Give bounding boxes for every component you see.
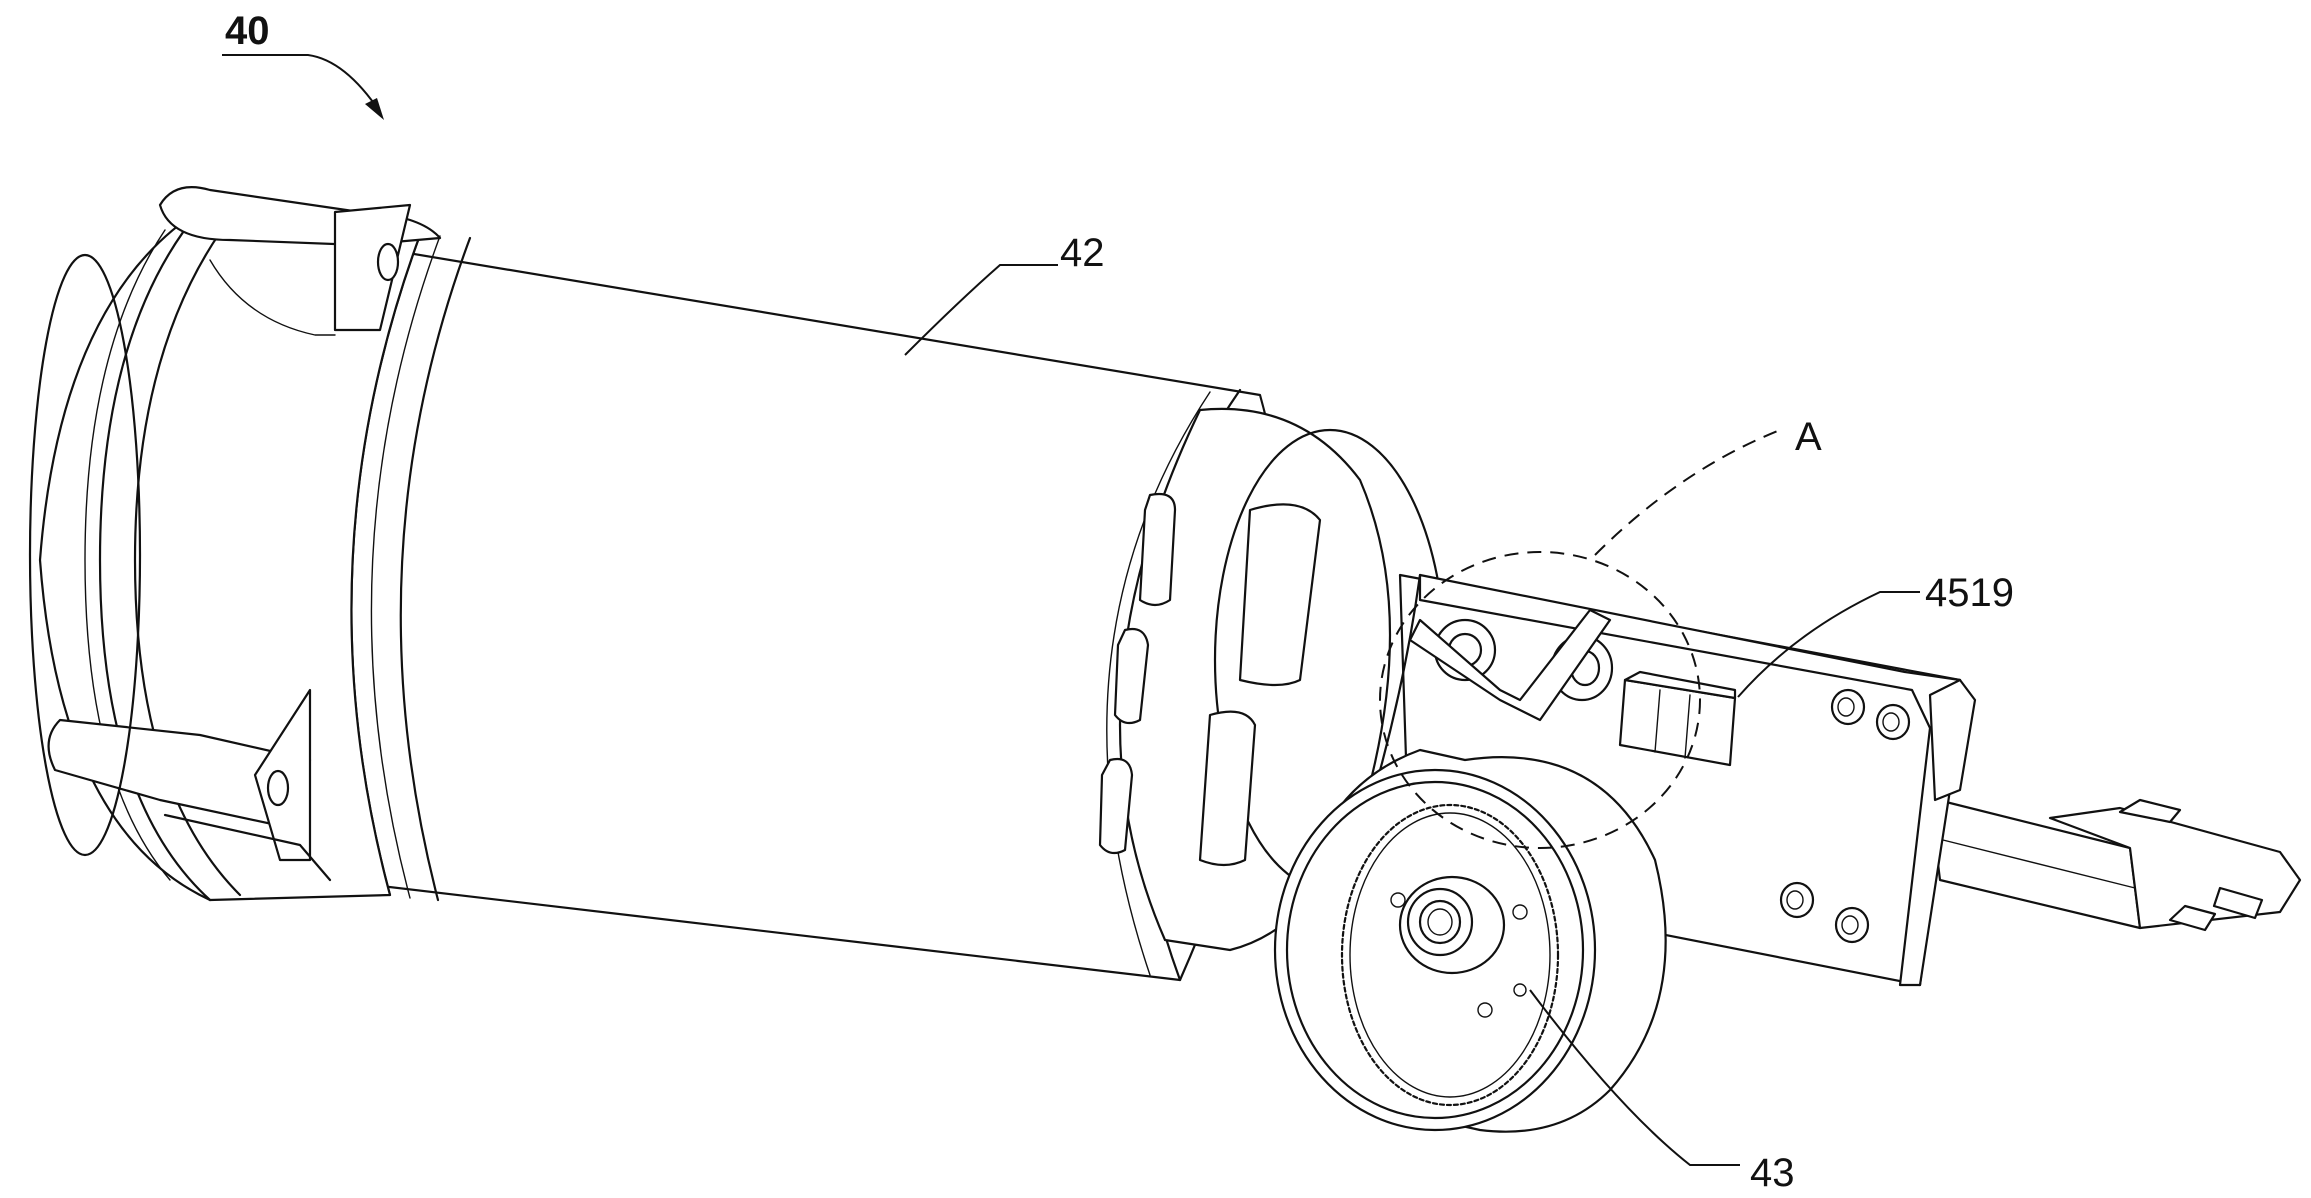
coupling-slots bbox=[1098, 492, 1322, 867]
label-4519: 4519 bbox=[1925, 571, 2014, 615]
leader-43 bbox=[1529, 989, 1740, 1166]
front-coupling bbox=[1098, 407, 1447, 952]
leader-42 bbox=[904, 264, 1058, 356]
leader-4519 bbox=[1737, 591, 1920, 698]
label-42: 42 bbox=[1060, 231, 1105, 275]
rear-housing bbox=[28, 186, 442, 902]
gear-hub bbox=[1398, 875, 1506, 975]
output-shaft bbox=[1928, 796, 2302, 932]
leader-40 bbox=[225, 54, 381, 113]
latch-block bbox=[1618, 670, 1737, 767]
label-43: 43 bbox=[1750, 1151, 1795, 1195]
leader-40-arrowhead bbox=[365, 98, 384, 120]
label-40: 40 bbox=[225, 9, 270, 53]
bracket-holes bbox=[1779, 688, 1911, 944]
label-a: A bbox=[1795, 415, 1822, 459]
detail-circle-a bbox=[1379, 551, 1701, 849]
detail-leader-a bbox=[1594, 429, 1781, 556]
